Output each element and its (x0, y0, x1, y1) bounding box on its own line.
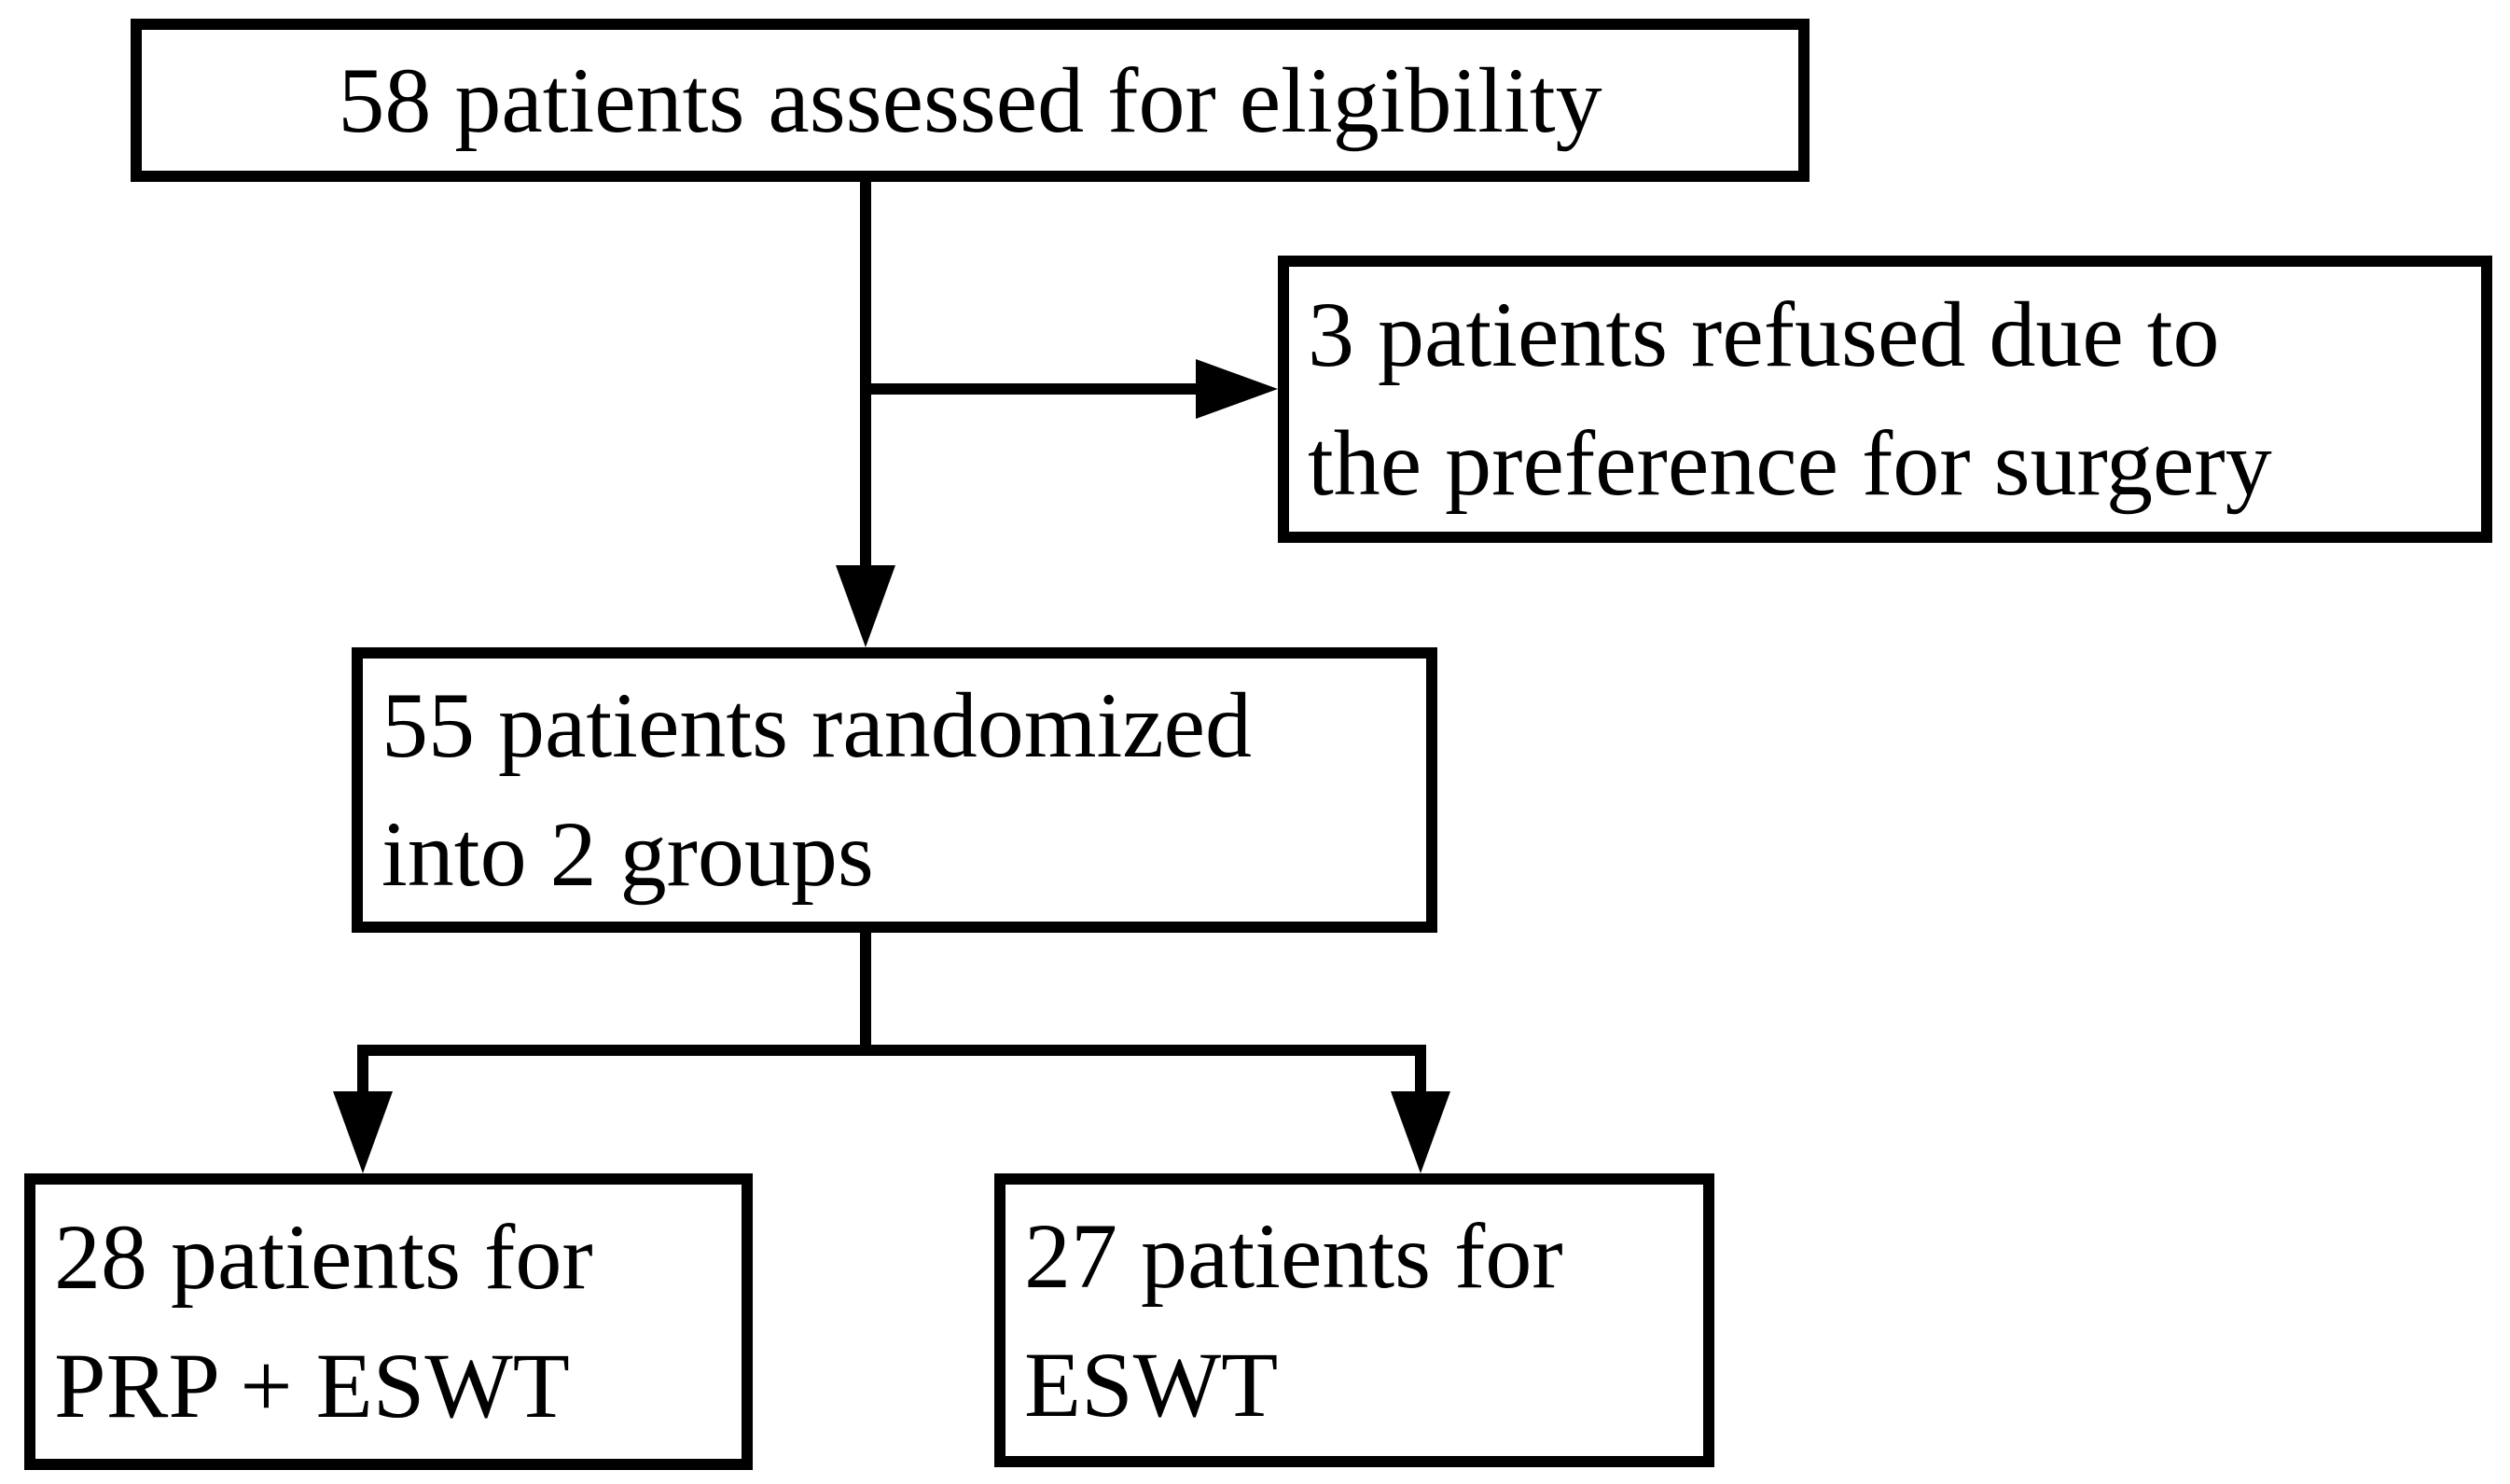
randomized-text-line-2: into 2 groups (381, 802, 874, 906)
arrowhead-right-refused-icon (1196, 359, 1278, 419)
group-prp-text-line-2: PRP + ESWT (54, 1334, 570, 1437)
arrowhead-down-eswt-icon (1391, 1091, 1450, 1173)
box-group-eswt: 27 patients for ESWT (994, 1173, 1714, 1467)
group-eswt-text-line-1: 27 patients for (1024, 1203, 1563, 1308)
group-eswt-text-line-2: ESWT (1024, 1332, 1279, 1436)
box-assessed-for-eligibility: 58 patients assessed for eligibility (131, 19, 1810, 182)
connector-randomized-to-split (860, 933, 871, 1056)
connector-assessed-to-randomized (860, 182, 871, 565)
connector-split-to-prp (357, 1045, 368, 1091)
box-refused-surgery: 3 patients refused due to the preference… (1278, 256, 2492, 543)
box-group-prp-eswt: 28 patients for PRP + ESWT (24, 1173, 753, 1470)
connector-branch-to-refused (860, 383, 1196, 395)
refused-text-line-1: 3 patients refused due to (1308, 283, 2220, 386)
assessed-text: 58 patients assessed for eligibility (338, 48, 1602, 152)
connector-split-horizontal (357, 1045, 1426, 1056)
box-randomized: 55 patients randomized into 2 groups (352, 647, 1437, 933)
connector-split-to-eswt (1415, 1045, 1426, 1091)
arrowhead-down-prp-icon (333, 1091, 393, 1173)
arrowhead-down-randomized-icon (836, 565, 895, 647)
refused-text-line-2: the preference for surgery (1308, 411, 2272, 515)
randomized-text-line-1: 55 patients randomized (381, 673, 1253, 777)
group-prp-text-line-1: 28 patients for (54, 1205, 593, 1309)
